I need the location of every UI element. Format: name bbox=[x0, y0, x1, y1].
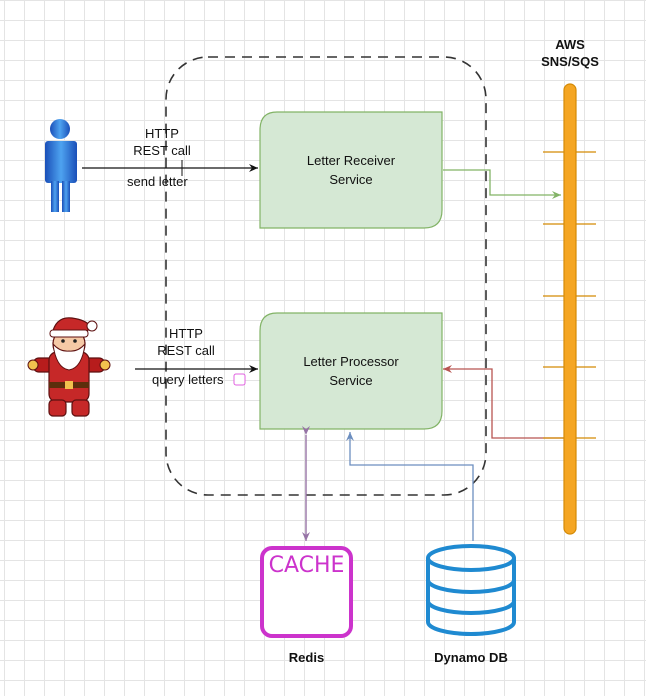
receiver-line1: Letter Receiver bbox=[306, 153, 396, 168]
dynamo-db-icon[interactable] bbox=[426, 544, 516, 636]
queue-title-line1: AWS bbox=[555, 37, 585, 52]
queue-title-line2: SNS/SQS bbox=[541, 54, 599, 69]
letter-receiver-service-label: Letter Receiver Service bbox=[260, 112, 442, 228]
redis-label: Redis bbox=[288, 650, 325, 665]
system-boundary bbox=[165, 56, 487, 496]
consume-arrow bbox=[443, 365, 565, 439]
letter-processor-service-label: Letter Processor Service bbox=[260, 313, 442, 429]
processor-line2: Service bbox=[329, 373, 373, 388]
user-call-line1: HTTP bbox=[145, 126, 179, 141]
db-arrow bbox=[346, 432, 474, 541]
receiver-line2: Service bbox=[329, 172, 373, 187]
santa-call-label: HTTP REST call bbox=[152, 325, 220, 359]
user-icon bbox=[45, 119, 77, 212]
santa-icon bbox=[27, 317, 111, 417]
santa-call-line2: REST call bbox=[157, 343, 215, 358]
user-call-line2: REST call bbox=[133, 143, 191, 158]
queue-title: AWS SNS/SQS bbox=[520, 36, 620, 70]
processor-line1: Letter Processor bbox=[303, 354, 399, 369]
send-letter-label: send letter bbox=[127, 174, 188, 189]
cache-text: CACHE bbox=[268, 553, 345, 578]
dynamo-db-label: Dynamo DB bbox=[434, 650, 508, 665]
letter-receiver-service-box[interactable] bbox=[259, 111, 443, 229]
santa-call-line1: HTTP bbox=[169, 326, 203, 341]
letter-processor-service-box[interactable] bbox=[259, 312, 443, 430]
sns-sqs-queue[interactable] bbox=[543, 83, 596, 535]
redis-cache-box[interactable] bbox=[260, 546, 353, 638]
query-letters-label: query letters bbox=[152, 372, 224, 387]
marker-square bbox=[233, 373, 246, 386]
publish-arrow bbox=[443, 169, 561, 199]
user-call-label: HTTP REST call bbox=[128, 125, 196, 159]
